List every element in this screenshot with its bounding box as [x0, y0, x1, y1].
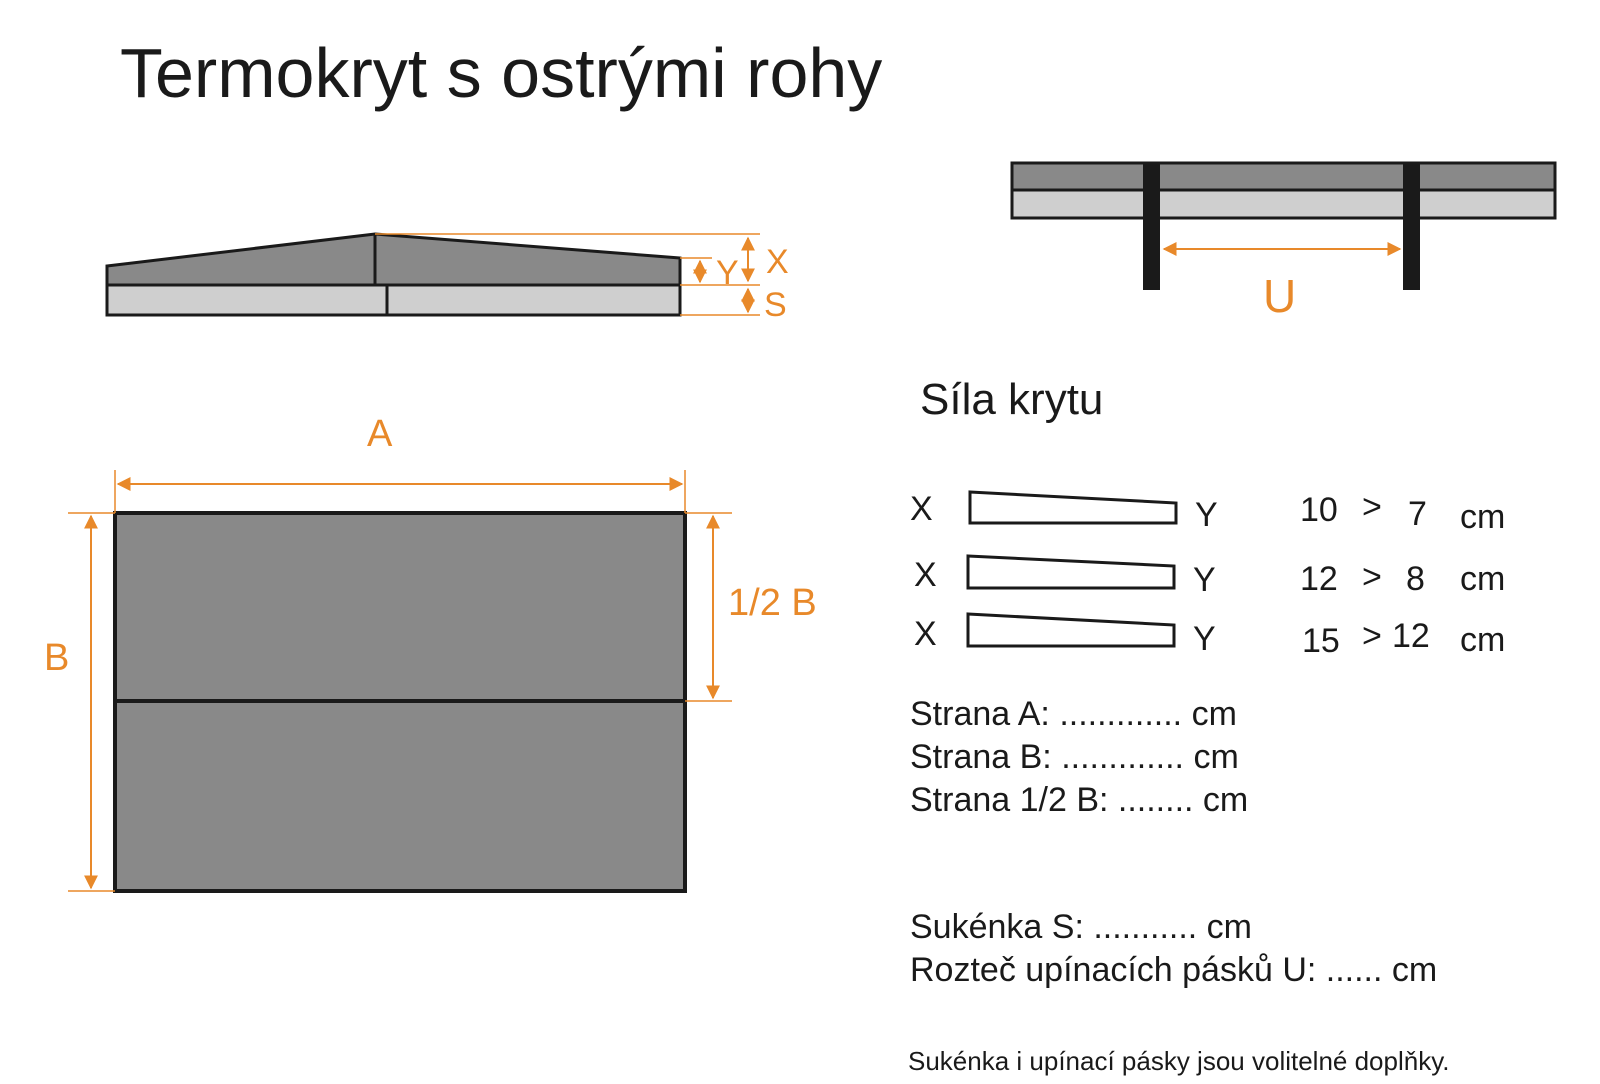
strap-left	[1143, 163, 1160, 290]
strap-right	[1403, 163, 1420, 290]
label-x: X	[766, 243, 789, 281]
cover-slope-panel	[105, 232, 682, 287]
row3-sign: >	[1362, 617, 1382, 655]
field-side-a: Strana A: ............. cm	[910, 695, 1237, 733]
row1-x-label: X	[910, 490, 933, 528]
row3-x-label: X	[914, 615, 937, 653]
row1-x-value: 10	[1300, 491, 1338, 529]
label-a: A	[367, 413, 393, 455]
label-half-b: 1/2 B	[728, 582, 817, 624]
row2-sign: >	[1362, 558, 1382, 596]
row2-x-label: X	[914, 556, 937, 594]
side-view: X Y S	[105, 232, 789, 324]
row3-y-value: 12	[1392, 617, 1430, 655]
row2-y-value: 8	[1406, 560, 1425, 598]
strap-view: U	[1010, 161, 1557, 322]
wedge-row-1	[968, 490, 1178, 525]
wedge-row-2	[966, 554, 1176, 590]
thickness-wedges	[966, 490, 1178, 648]
label-y: Y	[716, 254, 739, 292]
field-side-half-b: Strana 1/2 B: ........ cm	[910, 781, 1249, 819]
row1-y-label: Y	[1195, 496, 1218, 534]
cover-panel-top	[1010, 161, 1557, 192]
field-side-b: Strana B: ............. cm	[910, 738, 1239, 776]
footnote: Sukénka i upínací pásky jsou volitelné d…	[908, 1046, 1450, 1076]
row3-x-value: 15	[1302, 622, 1340, 660]
label-b: B	[44, 637, 69, 679]
wedge-row-3	[966, 612, 1176, 648]
skirt-panel-top	[1010, 188, 1557, 220]
skirt-panel	[105, 283, 682, 317]
row2-x-value: 12	[1300, 560, 1338, 598]
row2-y-label: Y	[1193, 561, 1216, 599]
label-u: U	[1263, 270, 1296, 322]
row1-sign: >	[1362, 488, 1382, 526]
row3-unit: cm	[1460, 621, 1506, 659]
field-strap-spacing-u: Rozteč upínacích pásků U: ...... cm	[910, 951, 1438, 989]
label-s: S	[764, 286, 787, 324]
row1-y-value: 7	[1408, 495, 1427, 533]
row3-y-label: Y	[1193, 620, 1216, 658]
row2-unit: cm	[1460, 560, 1506, 598]
field-skirt-s: Sukénka S: ........... cm	[910, 908, 1253, 946]
page-title: Termokryt s ostrými rohy	[120, 34, 883, 112]
row1-unit: cm	[1460, 498, 1506, 536]
top-view: A B 1/2 B	[44, 413, 817, 893]
thickness-heading: Síla krytu	[920, 375, 1104, 424]
